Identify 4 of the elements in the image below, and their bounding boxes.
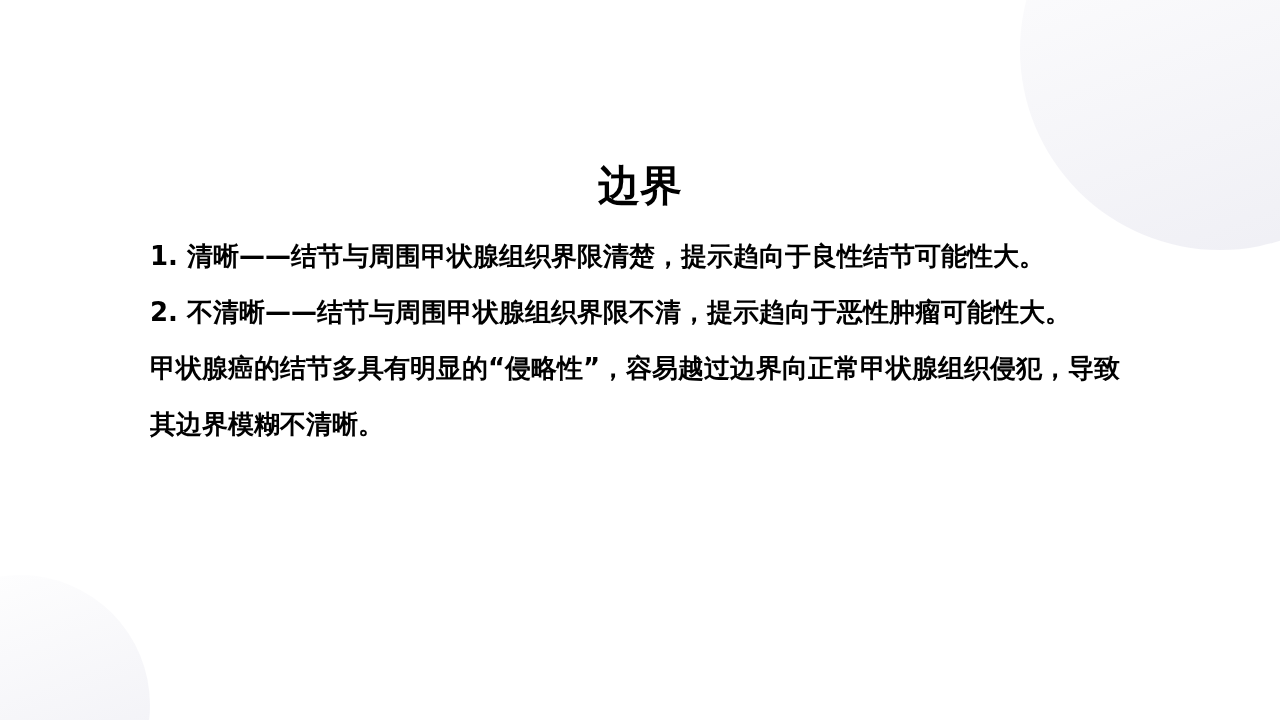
paragraph: 甲状腺癌的结节多具有明显的“侵略性”，容易越过边界向正常甲状腺组织侵犯，导致其边界模糊不清晰。 <box>150 352 1122 441</box>
paragraph: 2. 不清晰——结节与周围甲状腺组织界限不清，提示趋向于恶性肿瘤可能性大。 <box>150 296 1073 329</box>
paragraph: 1. 清晰——结节与周围甲状腺组织界限清楚，提示趋向于良性结节可能性大。 <box>150 240 1047 273</box>
slide-title: 边界 <box>597 160 683 212</box>
